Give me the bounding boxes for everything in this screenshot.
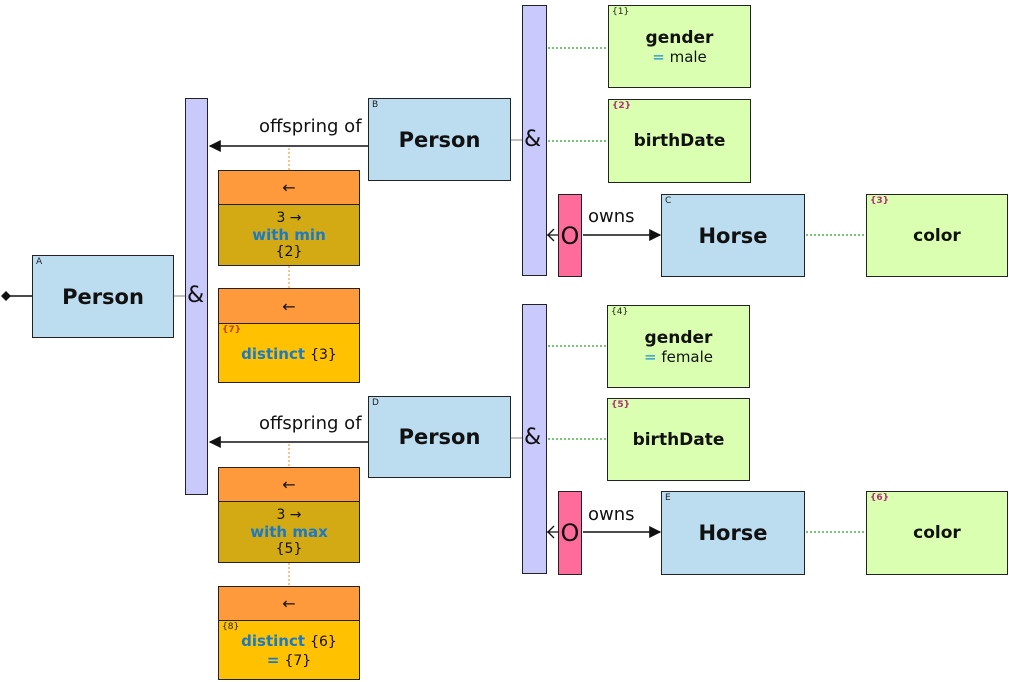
and-symbol: & xyxy=(187,283,205,308)
and-symbol: & xyxy=(524,127,542,152)
person-node-d[interactable]: D Person xyxy=(368,396,511,478)
node-tag: A xyxy=(36,257,43,267)
root-person-node[interactable]: A Person xyxy=(32,255,174,338)
and-bar-d[interactable] xyxy=(522,304,547,574)
horse-node-e[interactable]: E Horse xyxy=(661,491,805,575)
relation-label-owns: owns xyxy=(588,206,635,227)
attribute-color[interactable]: {3} color xyxy=(866,194,1008,277)
and-bar-b[interactable] xyxy=(522,5,547,276)
attr-value: male xyxy=(669,47,707,66)
filter-ref: {7} xyxy=(284,653,312,669)
attribute-birthdate[interactable]: {5} birthDate xyxy=(607,398,750,481)
attribute-gender-male[interactable]: {1} gender = male xyxy=(608,5,751,88)
node-label: Person xyxy=(398,425,481,449)
attr-label: gender xyxy=(644,327,713,348)
filter-keyword: distinct xyxy=(241,344,306,363)
filter-header-with-max[interactable]: ← xyxy=(218,467,360,502)
filter-count: 3 → xyxy=(276,507,302,523)
attr-label: color xyxy=(913,523,961,543)
left-arrow-icon: ← xyxy=(282,475,296,494)
attribute-color[interactable]: {6} color xyxy=(866,491,1008,575)
attribute-birthdate[interactable]: {2} birthDate xyxy=(608,99,751,183)
filter-ref: {3} xyxy=(310,346,337,363)
and-symbol: & xyxy=(524,425,542,450)
node-label: Person xyxy=(398,127,481,152)
attr-tag: {6} xyxy=(870,493,890,503)
filter-ref: {5} xyxy=(275,541,303,557)
or-symbol: O xyxy=(560,221,580,250)
filter-count: 3 → xyxy=(276,210,302,226)
left-arrow-icon: ← xyxy=(282,594,296,613)
node-label: Horse xyxy=(698,223,768,248)
attr-tag: {2} xyxy=(612,101,632,111)
attr-label: birthDate xyxy=(632,429,725,450)
attr-tag: {1} xyxy=(612,7,630,17)
filter-body-with-max[interactable]: 3 → with max {5} xyxy=(218,501,360,563)
attr-label: gender xyxy=(645,27,714,48)
node-tag: B xyxy=(372,100,379,110)
filter-tag: {8} xyxy=(222,622,240,632)
horse-node-c[interactable]: C Horse xyxy=(661,194,805,277)
filter-body-with-min[interactable]: 3 → with min {2} xyxy=(218,204,360,266)
attr-tag: {3} xyxy=(870,196,890,206)
person-node-b[interactable]: B Person xyxy=(368,98,511,181)
attr-label: color xyxy=(913,225,961,246)
node-label: Person xyxy=(62,284,144,309)
attr-tag: {4} xyxy=(611,307,629,317)
filter-ref: {2} xyxy=(275,244,303,260)
or-bar-b[interactable]: O xyxy=(558,194,582,277)
relation-label-offspring-of: offspring of xyxy=(259,413,362,434)
filter-header-distinct[interactable]: ← xyxy=(218,586,360,621)
attribute-gender-female[interactable]: {4} gender = female xyxy=(607,305,750,388)
equals-sign: = xyxy=(643,347,657,366)
attr-value: female xyxy=(661,347,714,366)
node-tag: D xyxy=(372,398,379,408)
filter-keyword: with max xyxy=(250,523,328,541)
filter-ref: {6} xyxy=(310,634,337,650)
filter-header-with-min[interactable]: ← xyxy=(218,170,360,205)
filter-body-distinct-eq[interactable]: {8} distinct {6} = {7} xyxy=(218,620,360,680)
relation-label-offspring-of: offspring of xyxy=(259,116,362,137)
equals-sign: = xyxy=(266,651,280,669)
root-and-bar[interactable] xyxy=(185,98,208,495)
filter-tag: {7} xyxy=(222,325,242,335)
equals-sign: = xyxy=(652,47,665,66)
filter-keyword: distinct xyxy=(241,632,306,650)
or-bar-d[interactable]: O xyxy=(558,491,582,575)
left-arrow-icon: ← xyxy=(282,296,296,316)
node-tag: C xyxy=(665,196,672,206)
node-tag: E xyxy=(665,493,671,503)
filter-keyword: with min xyxy=(252,226,326,244)
node-label: Horse xyxy=(698,521,768,545)
attr-label: birthDate xyxy=(633,131,726,151)
attr-tag: {5} xyxy=(611,400,631,410)
filter-body-distinct[interactable]: {7} distinct {3} xyxy=(218,323,360,383)
relation-label-owns: owns xyxy=(588,504,635,525)
filter-header-distinct[interactable]: ← xyxy=(218,288,360,324)
or-symbol: O xyxy=(560,519,580,547)
left-arrow-icon: ← xyxy=(282,178,296,197)
